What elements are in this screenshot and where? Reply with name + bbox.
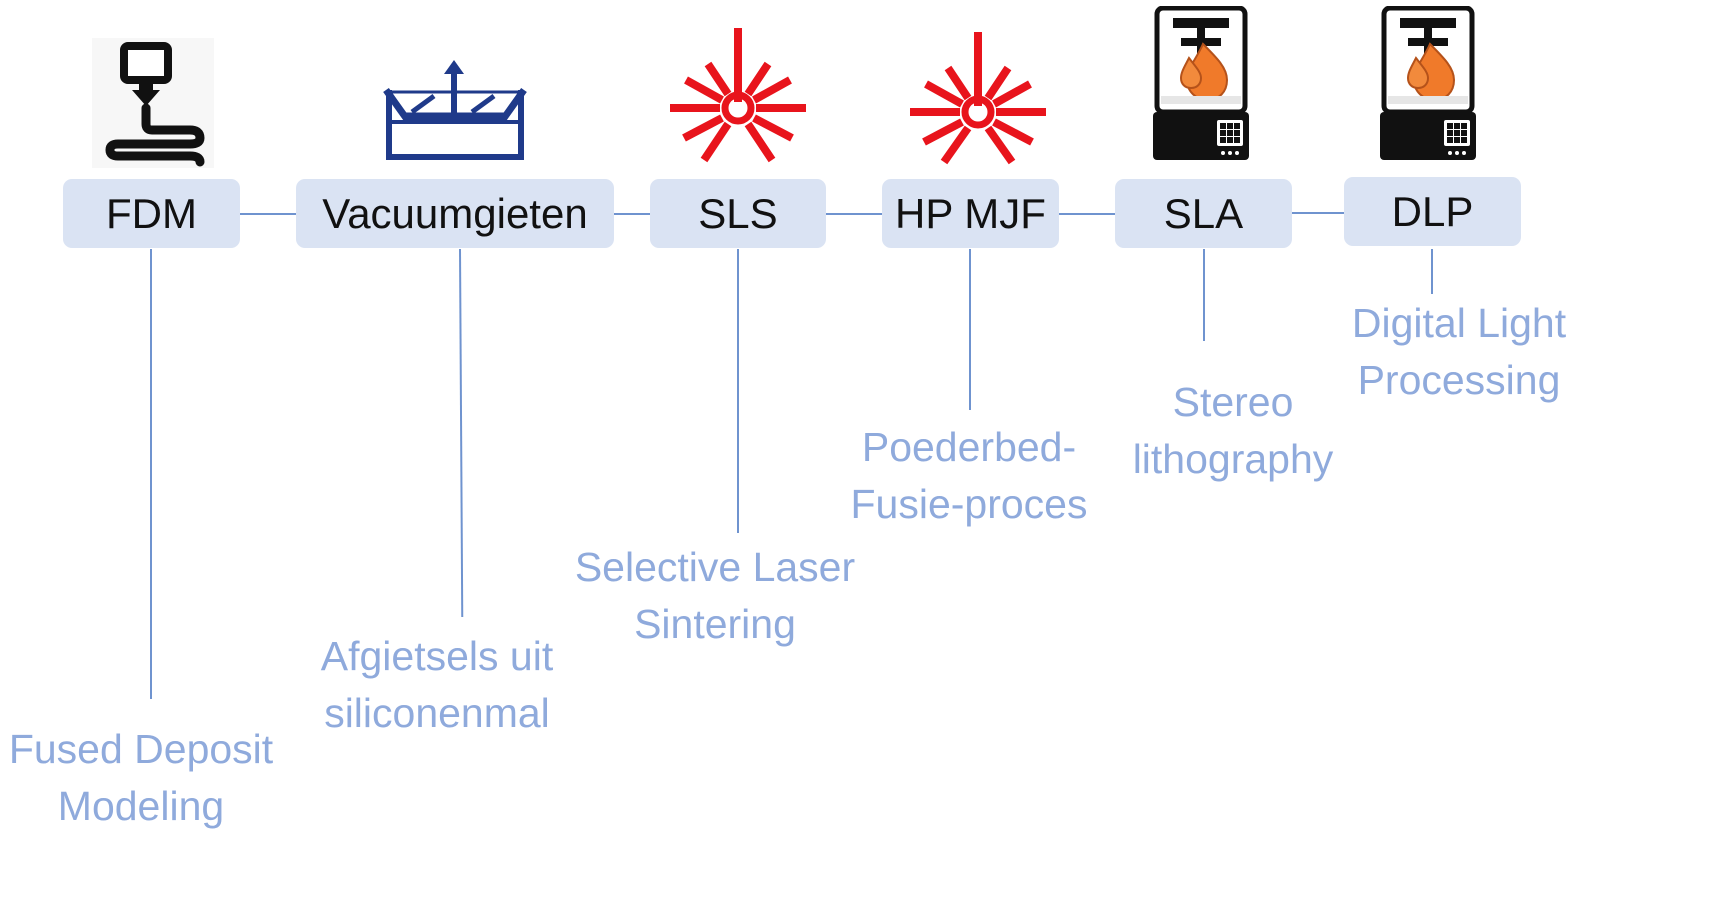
description-sls: Selective Laser Sintering [574, 544, 856, 647]
process-label: FDM [106, 189, 197, 237]
connector-dlp-description [1431, 249, 1433, 294]
connector-mjf-description [969, 249, 971, 410]
connector-fdm-vacuum [240, 213, 296, 215]
connector-vacuum-description [459, 248, 464, 617]
connector-sla-description [1203, 249, 1205, 341]
process-box-vacuumgieten: Vacuumgieten [296, 179, 614, 248]
process-label: HP MJF [895, 189, 1046, 237]
process-label: SLA [1163, 189, 1244, 237]
process-box-dlp: DLP [1344, 177, 1521, 246]
connector-sla-dlp [1292, 212, 1344, 214]
laser-burst-icon [910, 32, 1046, 165]
description-fdm: Fused Deposit Modeling [8, 726, 274, 829]
process-box-sls: SLS [650, 179, 826, 248]
process-box-sla: SLA [1115, 179, 1292, 248]
process-box-hp-mjf: HP MJF [882, 179, 1059, 248]
description-dlp: Digital Light Processing [1351, 300, 1567, 403]
connector-mjf-sla [1059, 213, 1115, 215]
process-label: Vacuumgieten [322, 189, 588, 237]
description-vacuumgieten: Afgietsels uit siliconenmal [320, 633, 554, 736]
resin-printer-icon [1380, 6, 1476, 160]
process-label: SLS [698, 189, 778, 237]
process-box-fdm: FDM [63, 179, 240, 248]
vacuum-casting-mold-icon [383, 60, 527, 160]
description-hp-mjf: Poederbed- Fusie-proces [850, 424, 1088, 527]
process-label: DLP [1391, 187, 1474, 235]
laser-burst-icon [670, 28, 806, 163]
connector-sls-mjf [826, 213, 882, 215]
resin-printer-icon [1153, 6, 1249, 160]
connector-sls-description [737, 249, 739, 533]
fdm-printer-nozzle-icon [92, 38, 214, 168]
connector-vacuum-sls [614, 213, 650, 215]
description-sla: Stereo lithography [1132, 379, 1334, 482]
connector-fdm-description [150, 249, 152, 699]
